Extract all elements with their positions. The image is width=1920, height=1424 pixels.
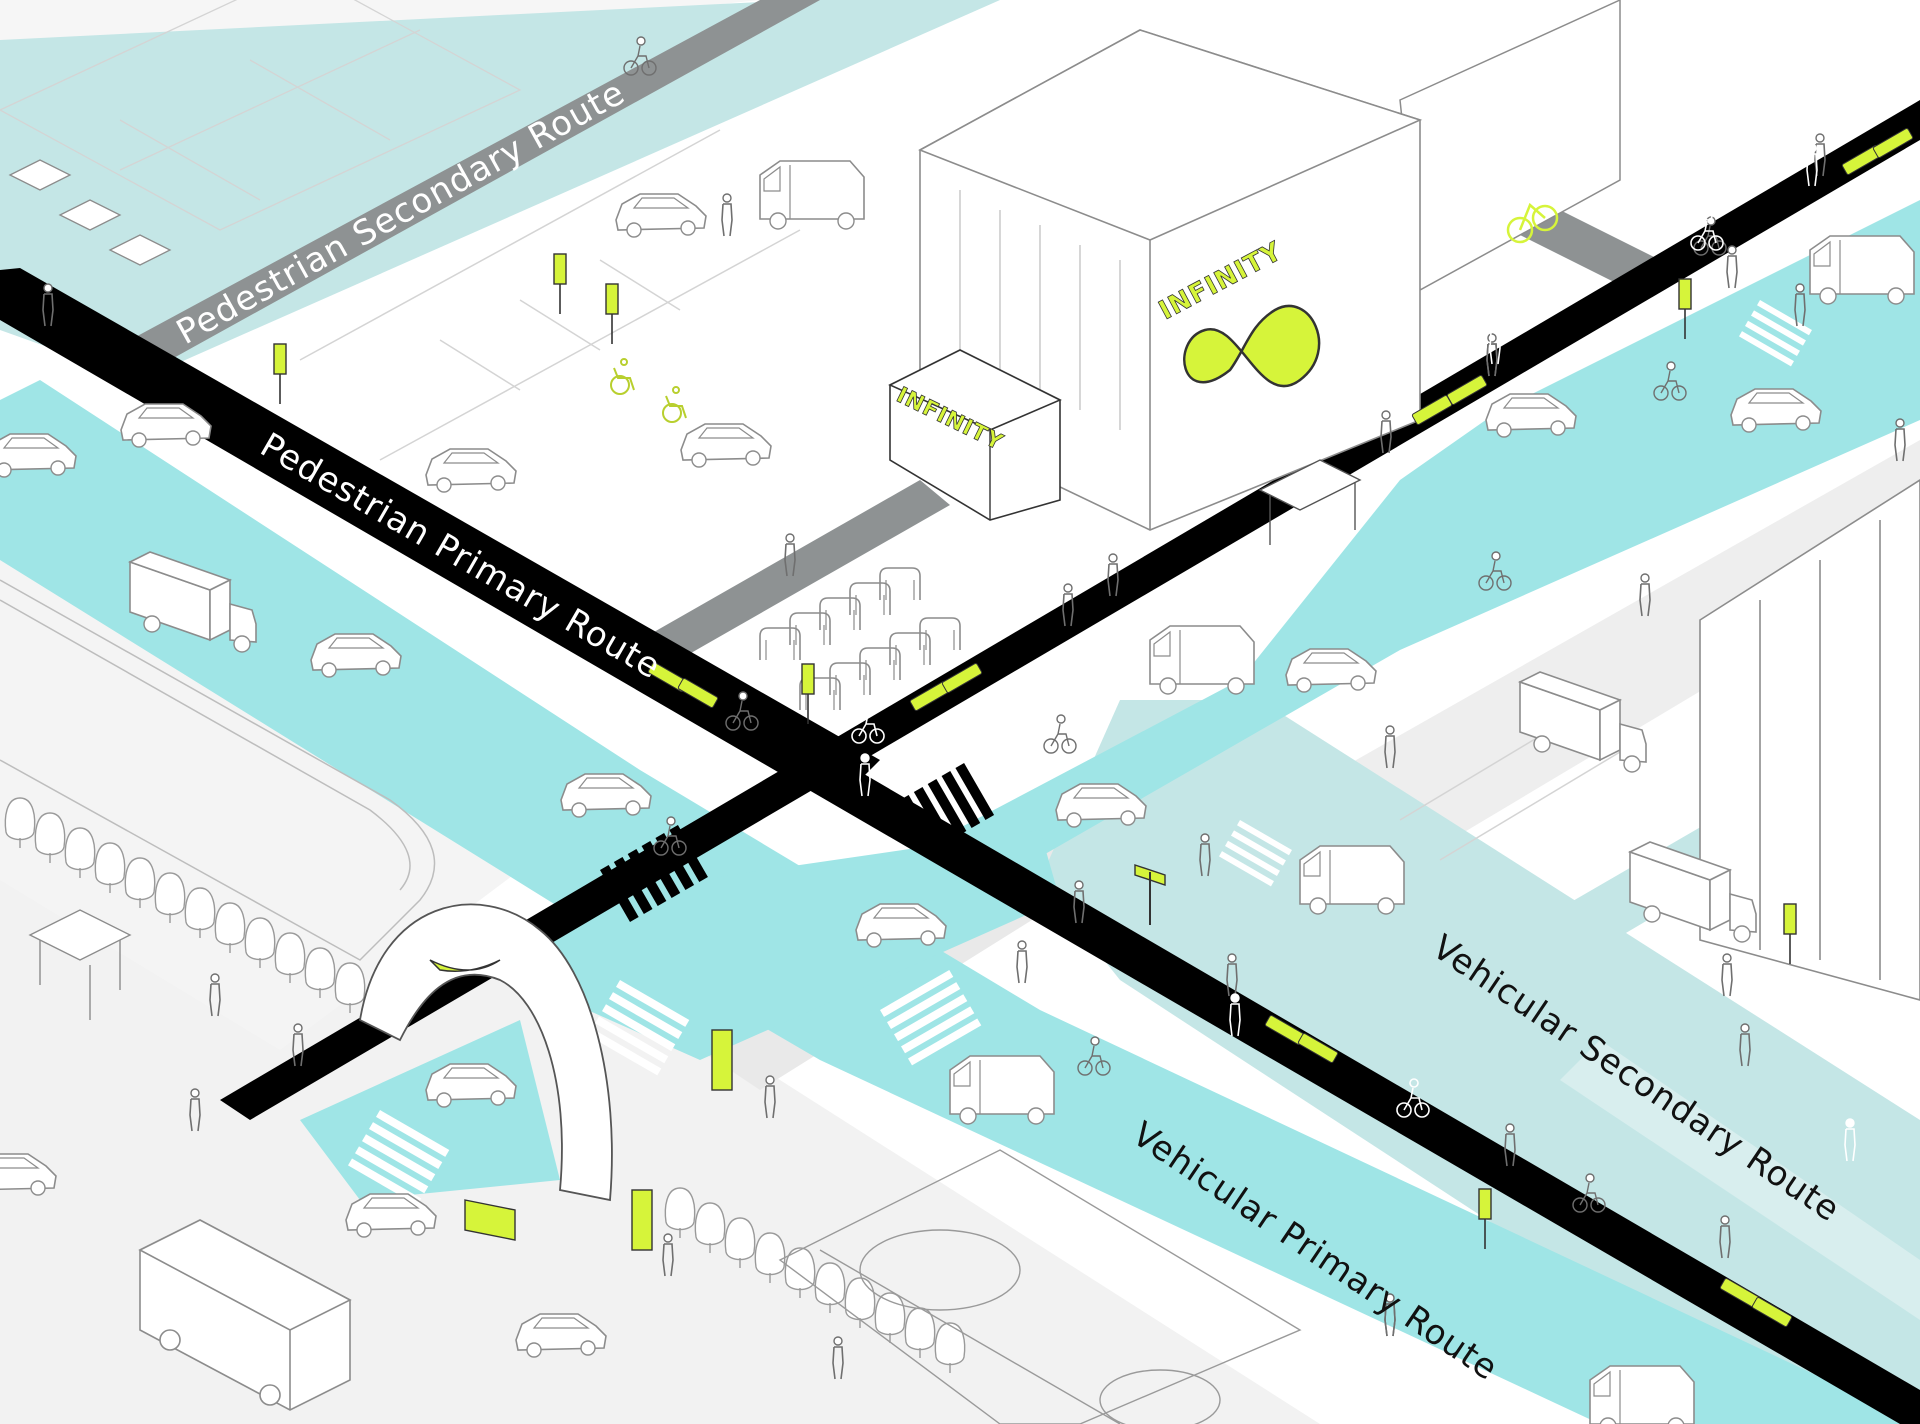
tennis-courts bbox=[0, 0, 522, 231]
swoosh-logo-icon bbox=[429, 959, 501, 972]
infinity-building: INFINITY INFINITY bbox=[888, 0, 1621, 531]
athletic-track bbox=[0, 579, 436, 961]
infinity-logo-icon bbox=[1183, 304, 1321, 388]
bus-icon bbox=[138, 1219, 352, 1411]
pedestrian-secondary-route bbox=[130, 0, 1660, 665]
warehouse-right bbox=[1699, 479, 1920, 1001]
swoosh-arch bbox=[359, 903, 613, 1202]
basketball-court-icon bbox=[778, 1149, 1302, 1424]
picnic-tables bbox=[8, 159, 172, 266]
wayfinding-sign-icon bbox=[273, 253, 1797, 1251]
bike-sign-icon bbox=[1506, 202, 1559, 244]
crosswalks bbox=[348, 300, 1812, 1206]
bus-shelter-left bbox=[28, 909, 132, 1020]
wheelchair-icon bbox=[610, 358, 687, 423]
bus-shelter-right bbox=[1258, 459, 1362, 545]
